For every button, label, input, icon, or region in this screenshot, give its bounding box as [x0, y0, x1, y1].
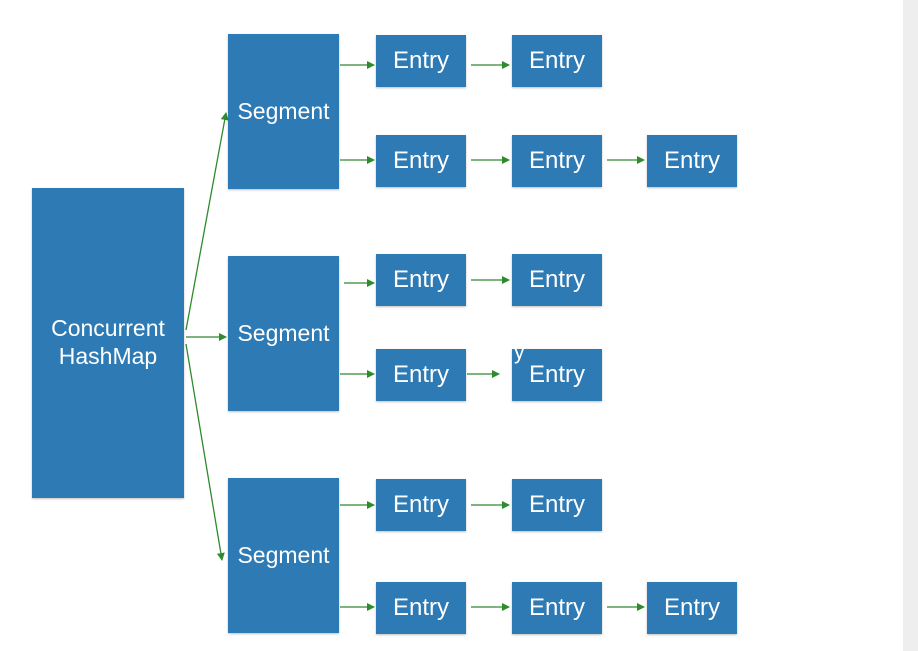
entry-box: Entry	[512, 135, 602, 187]
entry-box: Entry	[512, 349, 602, 401]
entry-box: Entry	[376, 349, 466, 401]
entry-box: Entry	[376, 135, 466, 187]
entry-label: Entry	[528, 265, 585, 293]
stray-text: y	[514, 341, 525, 364]
segment-box-3: Segment	[228, 478, 339, 633]
entry-box: Entry	[376, 254, 466, 306]
entry-box: Entry	[512, 582, 602, 634]
entry-label: Entry	[392, 360, 449, 388]
entry-box: Entry	[647, 135, 737, 187]
entry-label: Entry	[528, 146, 585, 174]
entry-box: Entry	[376, 479, 466, 531]
entry-box: Entry	[512, 479, 602, 531]
root-label-line1: Concurrent	[51, 315, 165, 342]
entry-box: Entry	[512, 35, 602, 87]
entry-label: Entry	[528, 490, 585, 518]
arrow-root-to-segment-1	[185, 112, 229, 331]
segment-box-2: Segment	[228, 256, 339, 411]
entry-label: Entry	[528, 593, 585, 621]
entry-label: Entry	[392, 146, 449, 174]
entry-label: Entry	[392, 265, 449, 293]
entry-label: Entry	[392, 46, 449, 74]
segment-label: Segment	[237, 541, 330, 568]
root-label-line2: HashMap	[58, 343, 158, 369]
entry-box: Entry	[376, 35, 466, 87]
entry-box: Entry	[512, 254, 602, 306]
segment-label: Segment	[237, 319, 330, 346]
page-edge	[903, 0, 918, 651]
entry-label: Entry	[528, 46, 585, 74]
entry-label: Entry	[528, 360, 585, 388]
entry-box: Entry	[647, 582, 737, 634]
entry-label: Entry	[663, 593, 720, 621]
concurrent-hashmap-label: Concurrent HashMap	[51, 315, 165, 370]
entry-box: Entry	[376, 582, 466, 634]
arrow-root-to-segment-3	[185, 343, 225, 561]
entry-label: Entry	[663, 146, 720, 174]
segment-box-1: Segment	[228, 34, 339, 189]
entry-label: Entry	[392, 490, 449, 518]
concurrent-hashmap-box: Concurrent HashMap	[32, 188, 184, 498]
entry-label: Entry	[392, 593, 449, 621]
segment-label: Segment	[237, 97, 330, 124]
